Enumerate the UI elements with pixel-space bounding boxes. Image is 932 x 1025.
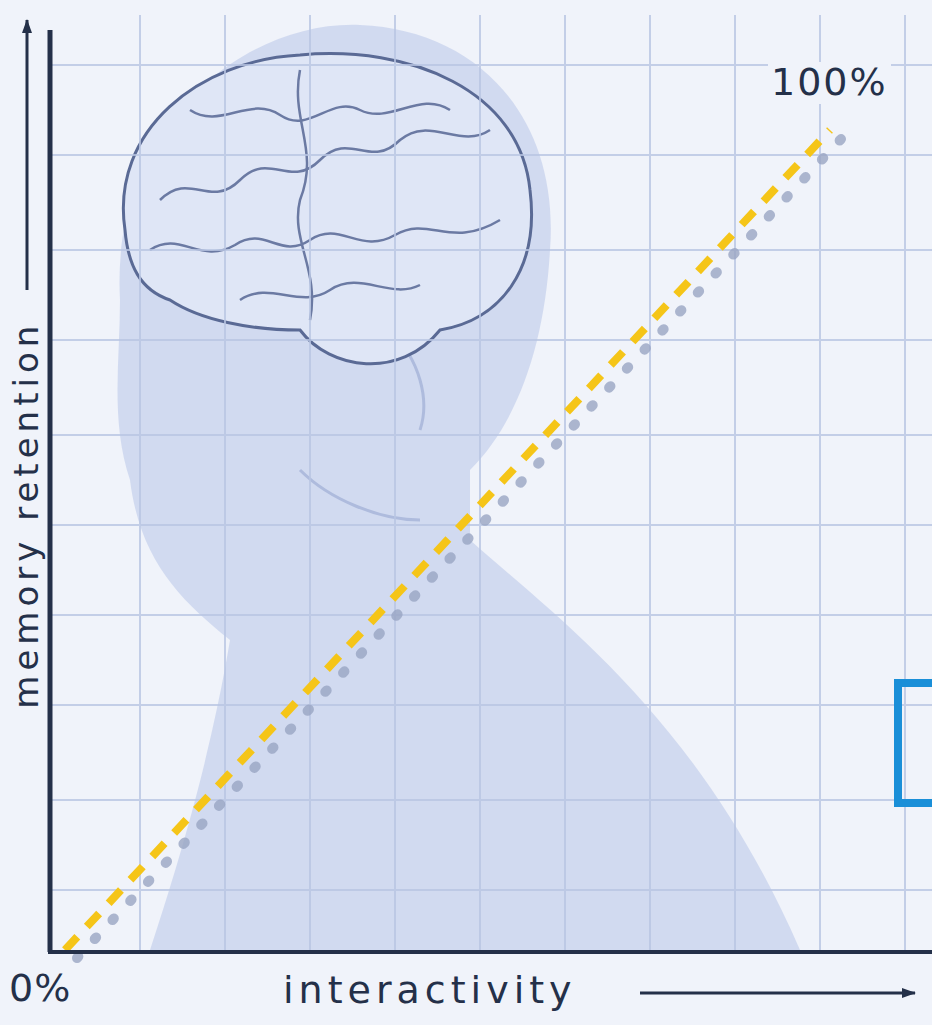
y-axis — [48, 30, 53, 952]
scale-max: 100% — [768, 62, 891, 104]
bracket — [898, 683, 932, 803]
brain — [123, 54, 531, 364]
axis-title: memory retention — [8, 318, 45, 712]
head-silhouette — [118, 25, 801, 950]
axis-title: interactivity — [280, 970, 580, 1012]
grid — [50, 15, 932, 950]
dotted-trend — [77, 138, 842, 958]
y-axis-arrow — [26, 20, 29, 290]
x-axis-arrow — [640, 992, 915, 995]
scale-min: 0% — [6, 968, 74, 1010]
trend-line — [65, 130, 830, 950]
x-axis — [48, 950, 932, 954]
